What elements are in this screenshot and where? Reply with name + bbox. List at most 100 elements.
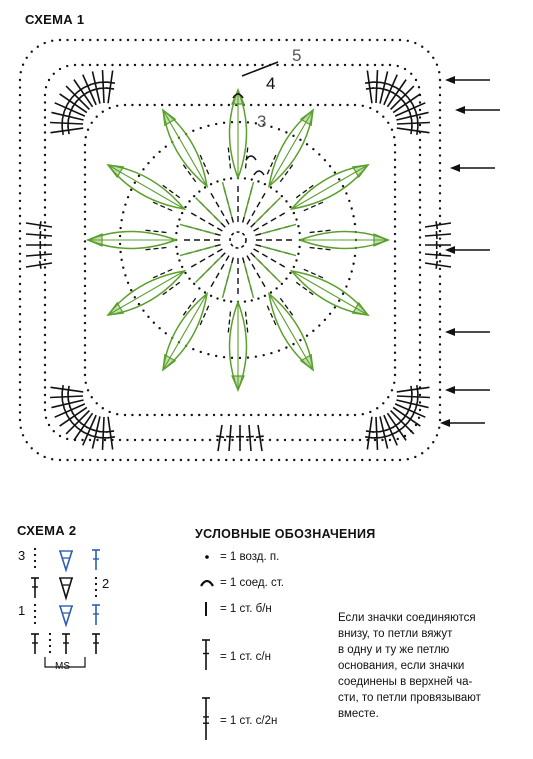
chain-dot [299, 138, 302, 142]
stitch-bar [402, 100, 409, 108]
chain-dot [418, 341, 422, 344]
chain-dot [223, 438, 227, 442]
stitch-bar [71, 100, 78, 108]
chain-dot [270, 125, 273, 129]
chain-dot [43, 318, 47, 322]
chain-dot [50, 39, 54, 42]
petal-midrib [162, 109, 208, 187]
chain-dot [393, 269, 397, 273]
stitch-bar [255, 435, 264, 439]
chain-dot [390, 389, 394, 392]
stitch-bar [106, 430, 115, 433]
chain-dot [352, 262, 355, 265]
chain-dot [212, 103, 216, 107]
chain-dot [126, 281, 130, 285]
stitch-bar [401, 421, 409, 429]
stitch-bar [68, 405, 74, 414]
chain-dot [18, 86, 22, 89]
stitch-bar [365, 87, 374, 90]
chain-dot [18, 154, 22, 157]
chain-dot [18, 109, 22, 112]
chain-dot [438, 358, 442, 361]
slip-stitch-mark [232, 93, 244, 99]
treble-stitch [392, 93, 421, 114]
chain-dot [188, 200, 191, 203]
chain-dot [115, 104, 119, 107]
center-ring [179, 61, 297, 299]
stitch-bar [38, 221, 42, 230]
chain-dot [137, 174, 141, 178]
chain-dot [293, 458, 296, 462]
chain-dot [421, 45, 424, 48]
chain-dot [176, 225, 179, 228]
chain-dot [176, 252, 179, 255]
chain-dot [255, 38, 258, 42]
chain-dot [345, 458, 349, 462]
chain-dot [124, 203, 127, 206]
chain-dot [438, 411, 442, 414]
chain-dot [381, 438, 384, 442]
stitch-bar [106, 87, 115, 90]
chain-dot [43, 356, 47, 359]
chain-dot [418, 228, 422, 232]
chain-dot [137, 302, 141, 306]
chain-dot [205, 413, 208, 417]
chain-dot [179, 458, 183, 462]
legend-chain-label: = 1 возд. п. [220, 551, 280, 563]
stitch-bar [435, 231, 438, 240]
chain-dot [276, 438, 279, 442]
note-line: в одну и ту же петлю [338, 644, 450, 656]
stitch-bar [91, 81, 100, 86]
stitch-bar [380, 81, 389, 86]
chain-dot [418, 198, 422, 202]
chain-dot [58, 458, 62, 462]
chain-dot [164, 38, 167, 42]
treble-stitch [101, 416, 105, 450]
stitch-bar [86, 88, 95, 94]
chain-dot [43, 378, 47, 382]
stitch-bar [66, 415, 73, 423]
chain-dot [163, 63, 167, 67]
chain-dot [438, 260, 442, 263]
chain-dot [418, 281, 422, 284]
treble-stitch [389, 85, 415, 111]
chain-dot [309, 103, 312, 107]
chain-dot [18, 320, 22, 323]
chain-dot [292, 265, 296, 269]
stitch-bar [80, 91, 88, 98]
chain-dot [350, 207, 353, 210]
chain-dot [353, 103, 357, 107]
petal-base-stitch [181, 162, 197, 183]
chain-dot [171, 438, 174, 442]
chain-dot [43, 281, 47, 284]
chain-dot [203, 291, 207, 294]
chain-dot [269, 186, 273, 189]
chain-dot [84, 381, 87, 385]
chain-dot [308, 38, 311, 42]
chain-dot [179, 38, 183, 42]
chain-dot [147, 315, 150, 319]
stitch-bar [106, 81, 116, 84]
spoke-stitch-green [243, 263, 255, 299]
chain-dot [43, 348, 47, 352]
chain-dot [33, 603, 37, 607]
chain-dot [285, 200, 288, 203]
chain-dot [199, 350, 202, 354]
chain-dot [83, 336, 87, 340]
chain-dot [43, 101, 47, 104]
chain-dot [18, 267, 22, 271]
chain-dot [18, 358, 22, 361]
chain-rows [18, 38, 442, 462]
treble-stitch [51, 399, 84, 409]
stitch-bar [77, 86, 85, 93]
chain-dot [438, 388, 442, 391]
chain-dot [217, 38, 220, 42]
chain-dot [18, 350, 22, 354]
chain-dot [180, 211, 184, 215]
chain-dot [175, 245, 178, 249]
chain-dot [118, 63, 122, 67]
scheme1-title: СХЕМА 1 [25, 12, 85, 27]
chain-dot [396, 437, 399, 441]
chain-dot [33, 547, 37, 551]
start-stitch-line [241, 61, 279, 77]
